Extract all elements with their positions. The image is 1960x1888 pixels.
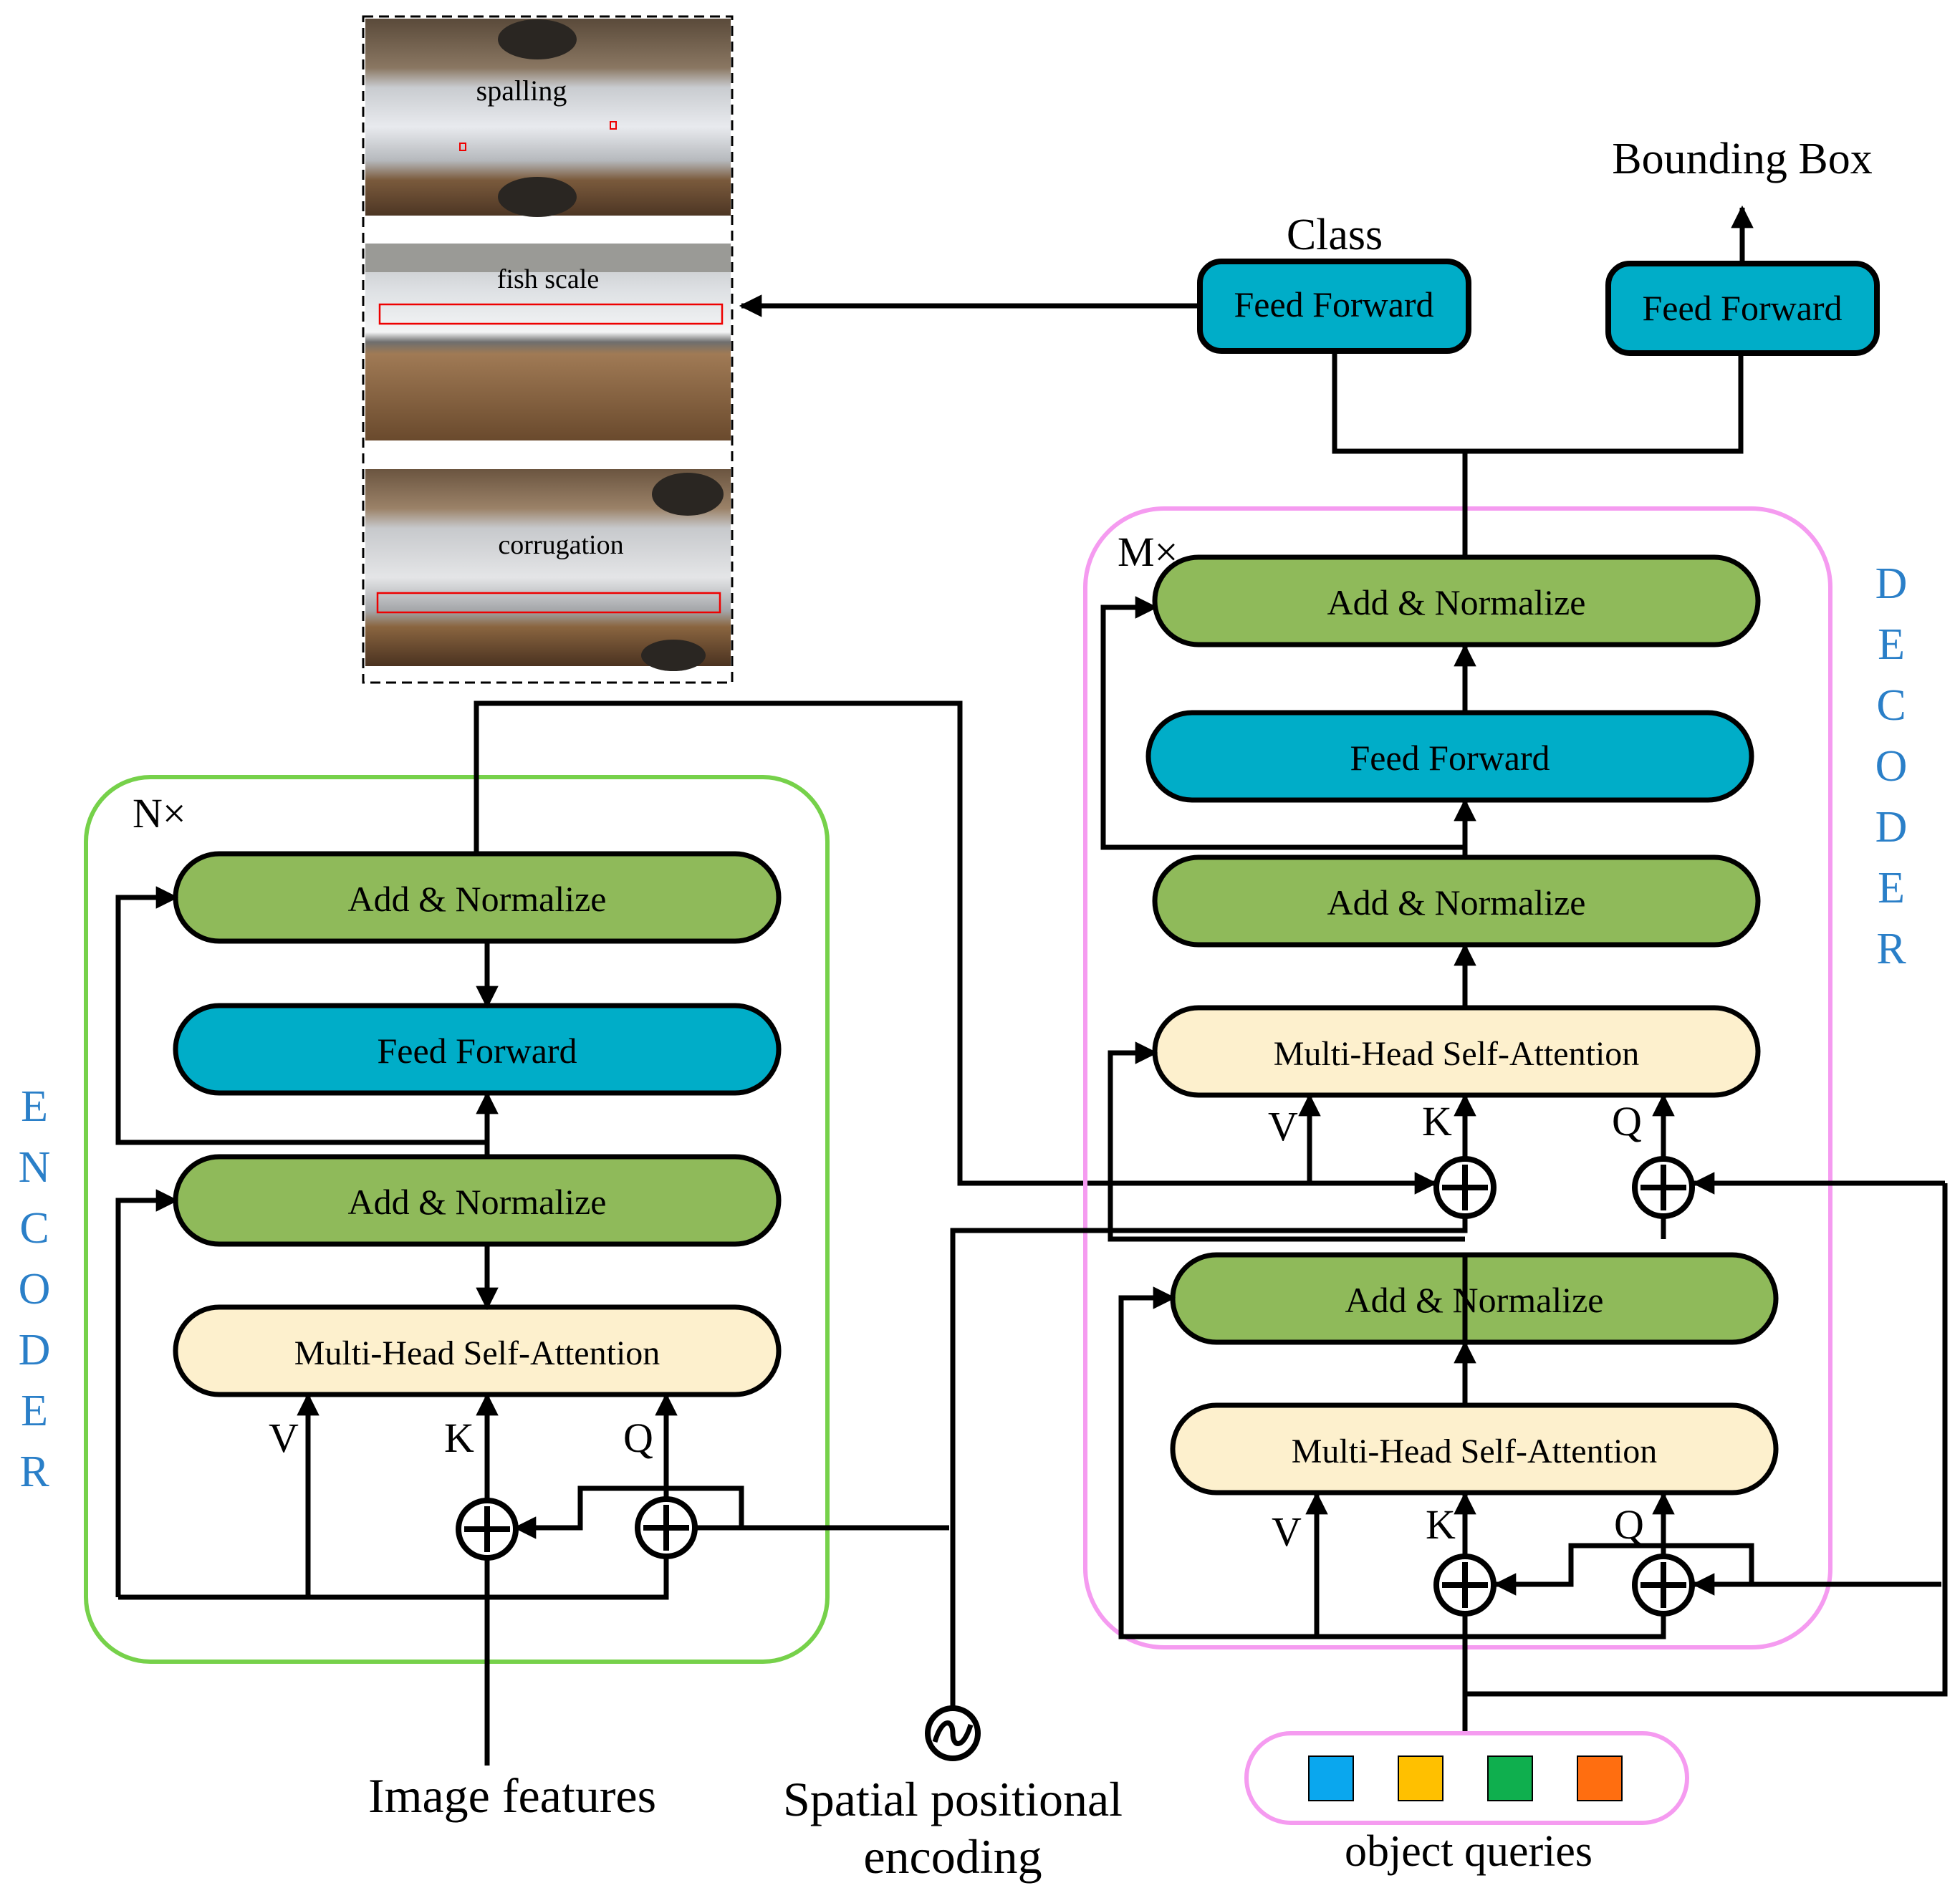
query-blue-icon [1308, 1755, 1354, 1801]
encoder-q-label: Q [623, 1415, 653, 1461]
decoder-side-label: D E C O D E R [1875, 559, 1908, 973]
svg-text:O: O [19, 1265, 51, 1314]
svg-text:N: N [19, 1143, 51, 1192]
object-queries-label: object queries [1345, 1827, 1592, 1876]
encoder: N× Add & Normalize Feed Forward Add & No… [19, 700, 1438, 1766]
svg-text:E: E [21, 1082, 48, 1131]
svg-text:C: C [19, 1204, 49, 1253]
spatial-encoding-line1: Spatial positional [783, 1772, 1123, 1826]
decoder-self-k-label: K [1426, 1501, 1456, 1548]
spalling-label: spalling [476, 74, 567, 107]
decoder-feed-forward [1145, 710, 1754, 803]
encoder-attention-label: Multi-Head Self-Attention [294, 1334, 660, 1372]
encoder-add-norm-bottom-label: Add & Normalize [347, 1182, 606, 1222]
samples-panel: spalling fish scale corrugation [362, 15, 734, 684]
svg-text:D: D [1875, 559, 1908, 608]
svg-text:R: R [1876, 925, 1906, 973]
svg-text:D: D [1875, 803, 1908, 852]
decoder-self-k-add-icon [1433, 1554, 1497, 1617]
decoder-cross-q-add-icon [1632, 1156, 1695, 1219]
svg-text:O: O [1875, 742, 1908, 791]
decoder-cross-attention-label: Multi-Head Self-Attention [1274, 1035, 1640, 1073]
encoder-q-add-icon [635, 1496, 698, 1559]
query-yellow-icon [1398, 1755, 1443, 1801]
image-features-label: Image features [368, 1768, 656, 1823]
decoder-cross-q-label: Q [1612, 1098, 1642, 1145]
encoder-v-label: V [269, 1415, 299, 1461]
corrugation-label: corrugation [498, 530, 623, 560]
decoder-self-q-label: Q [1614, 1501, 1644, 1548]
class-feed-forward-label: Feed Forward [1234, 284, 1433, 324]
svg-text:E: E [21, 1387, 48, 1435]
decoder-feed-forward-label: Feed Forward [1350, 738, 1550, 778]
encoder-k-add-icon [456, 1498, 519, 1561]
spatial-encoding-line2: encoding [863, 1829, 1042, 1884]
decoder-self-q-add-icon [1632, 1554, 1695, 1617]
object-queries-frame [1244, 1731, 1689, 1825]
class-title: Class [1287, 211, 1383, 259]
encoder-k-label: K [444, 1415, 474, 1461]
decoder: M× Add & Normalize Feed Forward Add & No… [950, 351, 1948, 1733]
svg-text:E: E [1878, 864, 1905, 912]
output-heads: Class Feed Forward Bounding Box Feed For… [739, 135, 1880, 356]
decoder-cross-v-label: V [1268, 1103, 1298, 1150]
spalling-image: spalling [365, 19, 731, 217]
bbox-title: Bounding Box [1612, 135, 1872, 183]
decoder-frame [1083, 506, 1832, 1649]
positional-encoding-icon [925, 1683, 981, 1761]
encoder-feed-forward-label: Feed Forward [377, 1031, 577, 1071]
svg-text:R: R [19, 1448, 49, 1496]
encoder-add-norm-top-label: Add & Normalize [347, 879, 606, 919]
inputs: Image features Spatial positional encodi… [368, 1683, 1689, 1884]
encoder-side-label: E N C O D E R [19, 1082, 51, 1496]
corrugation-image: corrugation [365, 469, 731, 671]
decoder-add-norm-1-label: Add & Normalize [1327, 582, 1585, 622]
svg-text:D: D [19, 1326, 51, 1374]
decoder-add-norm-2-label: Add & Normalize [1327, 882, 1585, 923]
query-orange-icon [1577, 1755, 1623, 1801]
fish-scale-label: fish scale [497, 264, 599, 294]
svg-text:E: E [1878, 620, 1905, 669]
decoder-cross-k-label: K [1422, 1098, 1452, 1145]
decoder-self-attention-label: Multi-Head Self-Attention [1292, 1432, 1658, 1470]
encoder-repeat-label: N× [133, 790, 186, 837]
decoder-cross-k-add-icon [1433, 1156, 1497, 1219]
decoder-self-v-label: V [1272, 1508, 1302, 1555]
fish-scale-image: fish scale [365, 244, 731, 440]
decoder-add-norm-3-label: Add & Normalize [1345, 1280, 1603, 1320]
query-green-icon [1487, 1755, 1533, 1801]
bbox-feed-forward-label: Feed Forward [1642, 288, 1842, 328]
encoder-frame [84, 775, 830, 1664]
svg-text:C: C [1876, 681, 1906, 730]
